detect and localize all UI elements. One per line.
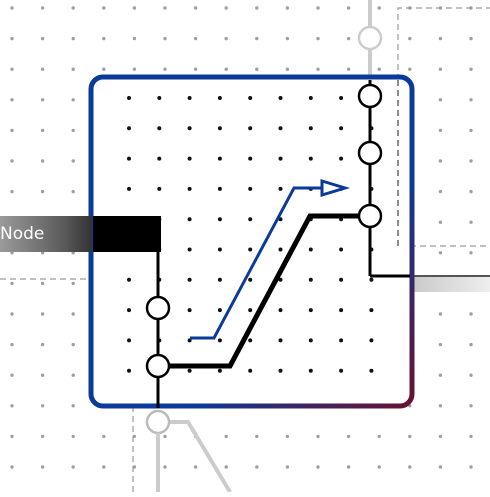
connector-port: [357, 203, 383, 229]
connection-path-blue: [190, 186, 322, 340]
connection-path-black: [158, 213, 370, 369]
connector-port: [145, 353, 171, 379]
node-port-block: [93, 216, 161, 252]
connector-port: [357, 83, 383, 109]
arrowhead: [320, 178, 351, 198]
node-title-label: Node: [0, 216, 92, 252]
connector-port: [145, 295, 171, 321]
connector-port: [357, 140, 383, 166]
right-port-group: [368, 80, 410, 278]
